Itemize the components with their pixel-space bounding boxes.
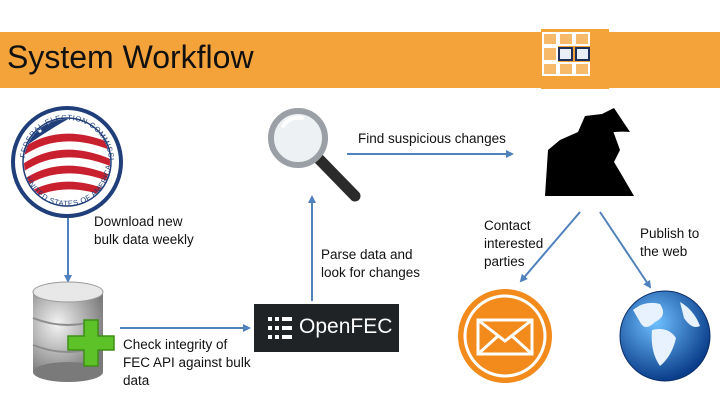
step-check-line: Check integrity of bbox=[123, 337, 228, 352]
step-contact-line: interested bbox=[484, 236, 544, 251]
step-check-line: FEC API against bulk bbox=[123, 355, 251, 370]
step-contact-line: Contact bbox=[484, 218, 531, 233]
step-publish-line: the web bbox=[640, 244, 688, 259]
detective-silhouette-icon bbox=[545, 108, 634, 196]
step-publish-label: Publish to the web bbox=[640, 225, 699, 261]
step-publish-line: Publish to bbox=[640, 226, 700, 241]
step-download-line: Download new bbox=[94, 214, 183, 229]
openfec-logo: OpenFEC bbox=[254, 304, 399, 352]
database-add-icon bbox=[32, 281, 115, 382]
step-download-label: Download new bulk data weekly bbox=[94, 213, 194, 249]
fec-seal-icon: FEDERAL ELECTION COMMISSION UNITED STATE… bbox=[0, 0, 123, 218]
magnifying-glass-icon bbox=[268, 108, 361, 202]
step-contact-label: Contact interested parties bbox=[484, 217, 543, 271]
step-check-line: data bbox=[123, 373, 150, 388]
step-parse-line: look for changes bbox=[321, 265, 421, 280]
page-title: System Workflow bbox=[7, 39, 254, 75]
envelope-icon bbox=[456, 287, 554, 385]
step-find-label: Find suspicious changes bbox=[358, 131, 506, 146]
arrow-detective-to-email bbox=[519, 211, 581, 283]
step-check-label: Check integrity of FEC API against bulk … bbox=[123, 336, 251, 390]
openfec-label: OpenFEC bbox=[299, 315, 393, 338]
step-download-line: bulk data weekly bbox=[94, 232, 194, 247]
globe-icon bbox=[619, 290, 711, 382]
openfec-logo-icon bbox=[268, 317, 292, 339]
step-parse-label: Parse data and look for changes bbox=[321, 246, 420, 282]
arrow-detective-to-globe bbox=[599, 211, 652, 289]
step-parse-line: Parse data and bbox=[321, 247, 413, 262]
step-contact-line: parties bbox=[484, 254, 525, 269]
grid-logo-icon bbox=[541, 29, 609, 89]
